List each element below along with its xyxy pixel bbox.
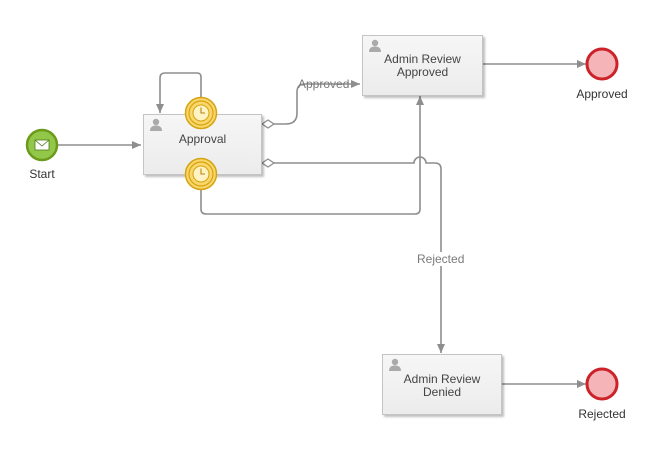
boundary-timer-event-bottom[interactable] (184, 157, 218, 191)
start-event-label: Start (29, 167, 55, 181)
user-icon (369, 39, 381, 52)
envelope-icon (34, 139, 50, 151)
task-label-line2: Denied (422, 385, 462, 399)
flow-approval-self-loop[interactable] (156, 72, 202, 113)
task-label-line2: Approved (396, 65, 449, 79)
end-event-rejected-label: Rejected (578, 407, 626, 421)
end-event-rejected[interactable] (585, 367, 619, 401)
task-label-line1: Admin Review (403, 372, 481, 386)
end-event-approved-label: Approved (576, 87, 628, 101)
rejected-condition-diamond-icon (260, 158, 276, 168)
flow-label-approved: Approved (298, 77, 350, 91)
boundary-timer-event-top[interactable] (184, 96, 218, 130)
start-event[interactable] (25, 128, 59, 162)
task-label: Approval (178, 132, 227, 146)
clock-icon (192, 165, 210, 183)
end-event-approved[interactable] (585, 47, 619, 81)
task-admin-review-denied[interactable]: Admin Review Denied (382, 354, 502, 415)
flow-rejected[interactable] (274, 156, 445, 353)
task-admin-review-approved[interactable]: Admin Review Approved (362, 35, 483, 96)
flow-label-rejected: Rejected (417, 252, 465, 266)
task-label-line1: Admin Review (384, 52, 461, 66)
clock-icon (192, 104, 210, 122)
flow-timer-to-admin-review-approved[interactable] (200, 96, 424, 215)
approved-condition-diamond-icon (260, 119, 276, 129)
user-icon (389, 358, 401, 371)
user-icon (150, 118, 162, 131)
flow-approved[interactable] (274, 80, 360, 125)
